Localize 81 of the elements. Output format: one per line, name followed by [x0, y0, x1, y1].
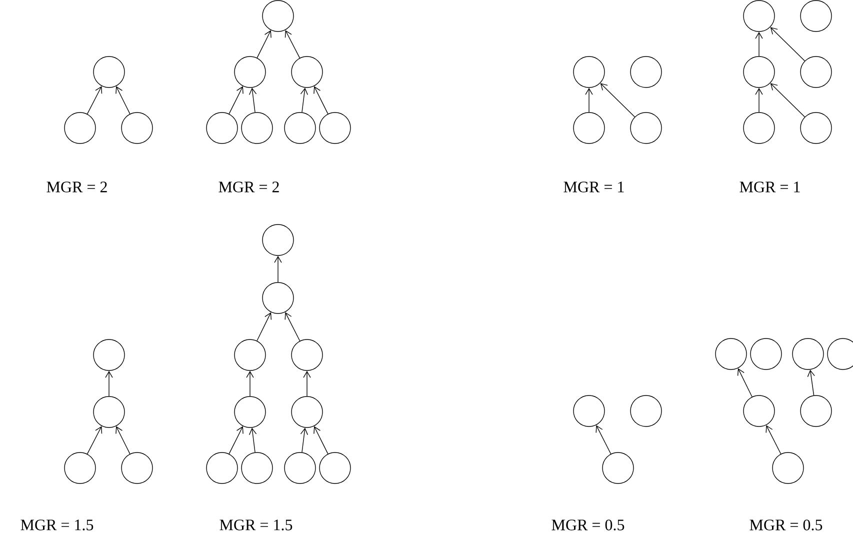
arrow	[284, 312, 300, 342]
circle-node	[262, 282, 294, 314]
circle-node	[602, 452, 634, 484]
arrow	[314, 86, 328, 114]
circle-node	[800, 56, 832, 88]
circle-node	[93, 339, 125, 371]
circle-node	[630, 395, 662, 427]
arrow	[116, 86, 130, 114]
circle-node	[291, 56, 323, 88]
circle-node	[743, 0, 775, 32]
circle-node	[284, 112, 316, 144]
arrow	[755, 32, 763, 56]
circle-node	[800, 395, 832, 427]
arrow	[300, 428, 308, 453]
circle-node	[234, 396, 266, 428]
circle-node	[262, 224, 294, 256]
circle-node	[319, 112, 351, 144]
mgr-label: MGR = 1.5	[220, 520, 292, 530]
circle-node	[121, 112, 153, 144]
arrow	[755, 88, 763, 112]
mgr-label: MGR = 1	[564, 182, 624, 192]
arrow	[770, 83, 806, 118]
circle-node	[573, 395, 605, 427]
mgr-label: MGR = 1.5	[20, 520, 94, 530]
arrow	[86, 426, 102, 454]
circle-node	[234, 56, 266, 88]
circle-node	[93, 56, 125, 88]
circle-node	[93, 396, 125, 428]
circle-node	[64, 112, 96, 144]
circle-node	[284, 452, 316, 484]
arrow	[596, 425, 612, 454]
mgr-label: MGR = 2	[218, 182, 279, 192]
circle-node	[800, 112, 832, 144]
arrow	[303, 370, 311, 396]
arrow	[105, 370, 113, 396]
arrow	[228, 426, 244, 454]
circle-node	[800, 0, 832, 32]
arrow	[766, 425, 782, 454]
circle-node	[291, 339, 323, 371]
circle-node	[234, 339, 266, 371]
arrow	[256, 30, 272, 58]
circle-node	[750, 338, 782, 370]
circle-node	[241, 112, 273, 144]
circle-node	[291, 396, 323, 428]
arrow	[600, 83, 636, 118]
circle-node	[262, 0, 294, 32]
arrow	[585, 88, 593, 112]
circle-node	[715, 338, 747, 370]
circle-node	[319, 452, 351, 484]
circle-node	[121, 452, 153, 484]
arrow	[86, 86, 102, 114]
circle-node	[573, 112, 605, 144]
circle-node	[743, 56, 775, 88]
circle-node	[743, 395, 775, 427]
circle-node	[64, 452, 96, 484]
arrow	[246, 370, 254, 396]
arrow	[807, 370, 815, 396]
arrow	[116, 426, 130, 454]
arrow	[248, 88, 257, 113]
circle-node	[743, 112, 775, 144]
arrow	[314, 426, 328, 454]
circle-node	[772, 452, 804, 484]
arrow	[256, 312, 272, 342]
circle-node	[573, 56, 605, 88]
mgr-label: MGR = 1	[740, 182, 800, 192]
circle-node	[630, 56, 662, 88]
circle-node	[630, 112, 662, 144]
mgr-label: MGR = 0.5	[750, 520, 822, 530]
arrow	[770, 27, 806, 62]
circle-node	[241, 452, 273, 484]
circle-node	[206, 112, 238, 144]
mgr-label: MGR = 0.5	[552, 520, 624, 530]
arrow	[274, 256, 282, 282]
arrow	[248, 428, 257, 453]
circle-node	[792, 338, 824, 370]
arrow	[300, 88, 308, 113]
arrow	[228, 86, 244, 114]
arrow	[284, 30, 300, 58]
arrow	[737, 368, 752, 398]
mgr-label: MGR = 2	[46, 182, 107, 192]
circle-node	[206, 452, 238, 484]
